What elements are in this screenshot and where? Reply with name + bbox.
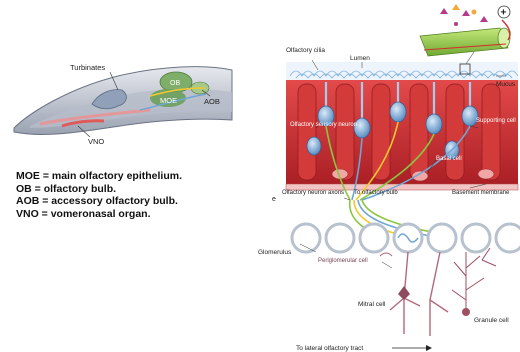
epithelium-diagram: Olfactory cilia Lumen Mucus Olfactory se… <box>258 47 520 352</box>
mucus-label: Mucus <box>496 81 516 88</box>
olfactory-cilia-label: Olfactory cilia <box>286 47 325 54</box>
olfactory-neuron-axons-label: Olfactory neuron axons <box>282 190 344 196</box>
to-olfactory-bulb-label: To olfactory bulb <box>354 190 398 196</box>
sensory-neuron <box>426 114 442 134</box>
glomerulus <box>360 224 388 252</box>
odorant-molecules <box>440 4 488 26</box>
granule-cell-body <box>462 308 470 316</box>
glomerulus <box>496 224 520 252</box>
glomerulus <box>326 224 354 252</box>
olfactory-cilia-label-text: Olfactory cilia <box>286 47 325 54</box>
lateral-tract-arrowhead <box>426 345 432 351</box>
periglomerular-cell-label: Periglomerular cell <box>318 258 368 264</box>
aob-label: AOB <box>204 97 220 106</box>
legend-item-vno: VNO = vomeronasal organ. <box>16 208 182 221</box>
granule-cell-label: Granule cell <box>474 317 509 324</box>
moe-label: MOE <box>160 96 177 105</box>
mitral-cell-label: Mitral cell <box>358 301 386 308</box>
basement-membrane-label: Basement membrane <box>452 190 510 196</box>
sensory-neuron <box>354 118 370 138</box>
stray-mark: e <box>272 196 276 203</box>
ob-label: OB <box>170 80 180 87</box>
glomerulus <box>428 224 456 252</box>
legend-item-aob: AOB = accessory olfactory bulb. <box>16 195 182 208</box>
glomerulus-label: Glomerulus <box>258 249 292 256</box>
granule-cells <box>452 248 496 312</box>
sensory-neuron <box>390 102 406 122</box>
sensory-neuron <box>307 137 321 155</box>
receptor-cylinder-end <box>498 28 510 48</box>
supporting-cell-label: Supporting cell <box>476 118 516 124</box>
glomeruli-row <box>292 224 520 252</box>
receptor-cylinder <box>420 28 508 56</box>
glomerulus <box>462 224 490 252</box>
to-lateral-olfactory-tract-label: To lateral olfactory tract <box>296 345 363 352</box>
glomerulus <box>292 224 320 252</box>
vno-label: VNO <box>88 137 104 146</box>
abbreviation-legend: MOE = main olfactory epithelium. OB = ol… <box>16 170 182 220</box>
periglomerular-cell <box>380 253 392 256</box>
basal-cell-label: Basal cell <box>436 156 462 162</box>
head-sagittal-diagram: Turbinates OB MOE AOB VNO <box>14 63 232 146</box>
olfactory-sensory-neuron-label: Olfactory sensory neuron <box>290 122 357 128</box>
legend-item-moe: MOE = main olfactory epithelium. <box>16 170 182 183</box>
mitral-cell-body <box>398 286 410 300</box>
legend-item-ob: OB = olfactory bulb. <box>16 183 182 196</box>
turbinates-label: Turbinates <box>70 63 105 72</box>
plus-sign: + <box>501 8 507 19</box>
lumen-label: Lumen <box>350 55 370 62</box>
